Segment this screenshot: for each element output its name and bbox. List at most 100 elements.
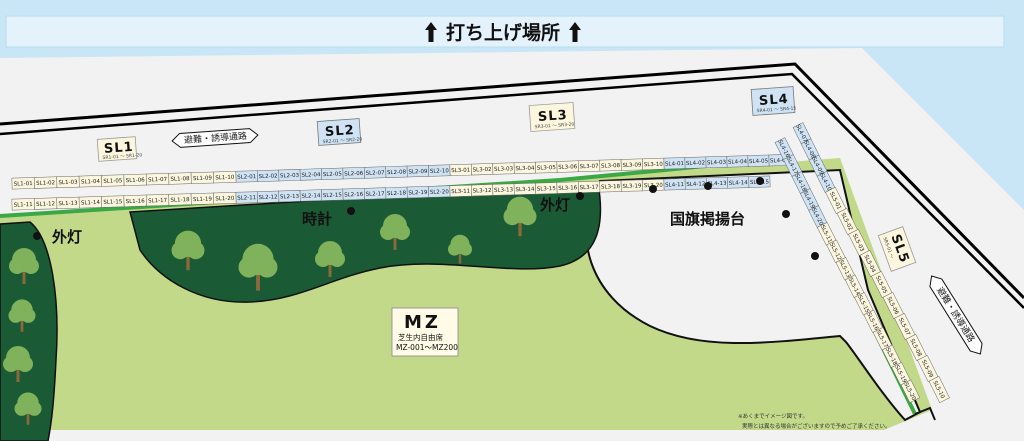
seat-cell[interactable]: SL2-07 bbox=[363, 166, 387, 179]
seat-cell[interactable]: SL3-07 bbox=[577, 159, 601, 173]
seat-cell-label: SL3-09 bbox=[622, 162, 642, 169]
seat-cell[interactable]: SL2-06 bbox=[342, 167, 365, 180]
seat-cell[interactable]: SL3-01 bbox=[449, 163, 472, 176]
seat-cell[interactable]: SL1-02 bbox=[33, 176, 58, 189]
seat-cell-label: SL4-04 bbox=[728, 159, 748, 166]
seat-cell[interactable]: SL2-08 bbox=[385, 165, 408, 178]
seat-cell[interactable]: SL1-05 bbox=[101, 174, 125, 187]
seat-cell-label: SL1-12 bbox=[36, 201, 55, 208]
seat-cell-label: SL3-18 bbox=[601, 184, 621, 191]
section-sl1-title: SL1 bbox=[103, 140, 134, 157]
seat-cell[interactable]: SL1-08 bbox=[168, 172, 192, 185]
seat-cell[interactable]: SL2-03 bbox=[278, 169, 301, 182]
seat-cell[interactable]: SL2-13 bbox=[278, 190, 301, 203]
seat-cell[interactable]: SL1-11 bbox=[11, 198, 35, 211]
seat-cell[interactable]: SL1-06 bbox=[123, 173, 147, 186]
seat-cell[interactable]: SL2-14 bbox=[299, 189, 323, 202]
seat-cell[interactable]: SL3-08 bbox=[599, 159, 622, 172]
seat-cell[interactable]: SL3-17 bbox=[577, 180, 601, 194]
seat-cell[interactable]: SL1-01 bbox=[11, 177, 35, 190]
seat-cell[interactable]: SL3-11 bbox=[449, 184, 472, 197]
section-sl2-box bbox=[316, 118, 362, 146]
seat-cell-label: SL1-15 bbox=[103, 199, 123, 206]
seat-cell[interactable]: SL1-10 bbox=[213, 171, 237, 184]
seat-cell[interactable]: SL2-16 bbox=[342, 188, 365, 201]
seat-cell[interactable]: SL2-10 bbox=[428, 164, 451, 177]
seat-cell[interactable]: SL2-20 bbox=[428, 185, 451, 198]
seat-cell[interactable]: SL1-07 bbox=[145, 173, 170, 186]
section-sl4: SL4 SR4-01 ～ SR4-15 bbox=[750, 86, 797, 116]
seat-cell[interactable]: SL2-12 bbox=[256, 190, 280, 203]
seat-cell[interactable]: SL3-13 bbox=[492, 183, 515, 196]
seat-cell-label: SL3-03 bbox=[494, 166, 514, 173]
forest-left bbox=[0, 221, 58, 441]
seat-cell[interactable]: SL4-01 bbox=[663, 157, 686, 170]
section-sl1-range: SR1-01 ～ SR1-20 bbox=[102, 152, 142, 161]
seat-cell[interactable]: SL1-16 bbox=[123, 194, 147, 207]
seat-cell[interactable]: SL2-15 bbox=[321, 188, 344, 201]
seat-cell[interactable]: SL1-19 bbox=[190, 192, 215, 205]
seat-cell[interactable]: SL2-18 bbox=[385, 186, 408, 199]
seat-cell[interactable]: SL4-11 bbox=[663, 178, 686, 191]
seat-cell[interactable]: SL4-12 bbox=[684, 177, 707, 190]
seat-cell[interactable]: SL3-05 bbox=[535, 161, 558, 174]
seat-cell[interactable]: SL1-17 bbox=[145, 194, 170, 207]
mz-zone: MZ 芝生内自由席 MZ-001～MZ200 bbox=[391, 307, 459, 357]
flag-marker bbox=[811, 252, 819, 260]
seat-cell[interactable]: SL4-05 bbox=[747, 154, 770, 167]
seat-cell[interactable]: SL1-18 bbox=[168, 193, 192, 206]
seat-cell[interactable]: SL1-04 bbox=[78, 175, 103, 188]
seat-cell[interactable]: SL3-14 bbox=[513, 182, 537, 196]
seat-cell[interactable]: SL2-11 bbox=[235, 191, 258, 204]
seat-cell[interactable]: SL1-09 bbox=[190, 171, 215, 184]
seat-cell[interactable]: SL3-10 bbox=[642, 157, 665, 171]
seat-cell[interactable]: SL1-20 bbox=[213, 192, 237, 205]
seat-cell[interactable]: SL3-19 bbox=[620, 179, 644, 192]
seat-cell[interactable]: SL3-16 bbox=[556, 181, 579, 194]
section-sl2: SL2 SR2-01 ～ SR2-20 bbox=[316, 118, 363, 146]
seat-cell[interactable]: SL4-02 bbox=[684, 156, 707, 169]
seat-cell[interactable]: SL1-03 bbox=[56, 175, 80, 189]
seat-cell[interactable]: SL4-08 bbox=[800, 138, 820, 161]
seat-cell-label: SL3-19 bbox=[622, 183, 642, 190]
seat-cell[interactable]: SL4-14 bbox=[727, 176, 750, 189]
seat-cell[interactable]: SL2-01 bbox=[235, 170, 258, 183]
seat-cell[interactable]: SL3-15 bbox=[535, 182, 558, 195]
seat-cell[interactable]: SL3-09 bbox=[620, 158, 644, 171]
seat-cell-label: SL2-17 bbox=[366, 191, 386, 198]
light-left-label: 外灯 bbox=[51, 228, 82, 246]
seat-cell[interactable]: SL3-06 bbox=[556, 160, 579, 173]
seat-cell[interactable]: SL3-03 bbox=[492, 162, 515, 175]
seat-cell-label: SL4-11 bbox=[665, 182, 684, 189]
seat-cell[interactable]: SL3-18 bbox=[599, 180, 622, 193]
boundary-outer bbox=[0, 62, 1024, 300]
section-sl1: SL1 SR1-01 ～ SR1-20 bbox=[96, 136, 143, 162]
seat-cell[interactable]: SL1-14 bbox=[78, 196, 103, 209]
seat-cell[interactable]: SL4-03 bbox=[705, 155, 728, 169]
seat-cell[interactable]: SL2-09 bbox=[406, 165, 430, 178]
seat-cell[interactable]: SL3-02 bbox=[470, 163, 494, 176]
seat-cell-label: SL1-06 bbox=[126, 178, 146, 185]
tree-group bbox=[3, 196, 537, 425]
seat-cell-label: SL2-16 bbox=[344, 192, 364, 199]
seat-cell[interactable]: SL4-04 bbox=[726, 155, 749, 168]
seat-cell[interactable]: SL1-13 bbox=[56, 196, 80, 210]
flag-marker bbox=[756, 177, 764, 185]
seat-cell-label: SL4-02 bbox=[686, 160, 705, 167]
seat-cell-label: SL3-17 bbox=[580, 185, 600, 192]
seat-cell[interactable]: SL2-17 bbox=[363, 187, 387, 200]
seat-cell[interactable]: SL3-04 bbox=[513, 161, 537, 175]
seat-cell[interactable]: SL2-02 bbox=[256, 169, 280, 182]
flag-stand-label: 国旗掲揚台 bbox=[670, 210, 745, 228]
seat-cell-label: SL2-10 bbox=[430, 168, 450, 175]
seat-cell[interactable]: SL1-12 bbox=[33, 197, 58, 210]
seat-cell[interactable]: SL3-12 bbox=[470, 184, 494, 197]
seat-cell-label: SL3-06 bbox=[558, 164, 578, 171]
seat-cell[interactable]: SL2-04 bbox=[299, 168, 323, 181]
seat-cell[interactable]: SL1-15 bbox=[101, 195, 125, 208]
seat-cell[interactable]: SL2-19 bbox=[406, 186, 430, 199]
banner-arrow-left-icon bbox=[425, 22, 437, 42]
launch-site-banner bbox=[5, 15, 1005, 48]
seat-cell[interactable]: SL5-14 bbox=[844, 274, 865, 298]
seat-cell[interactable]: SL2-05 bbox=[321, 167, 344, 180]
